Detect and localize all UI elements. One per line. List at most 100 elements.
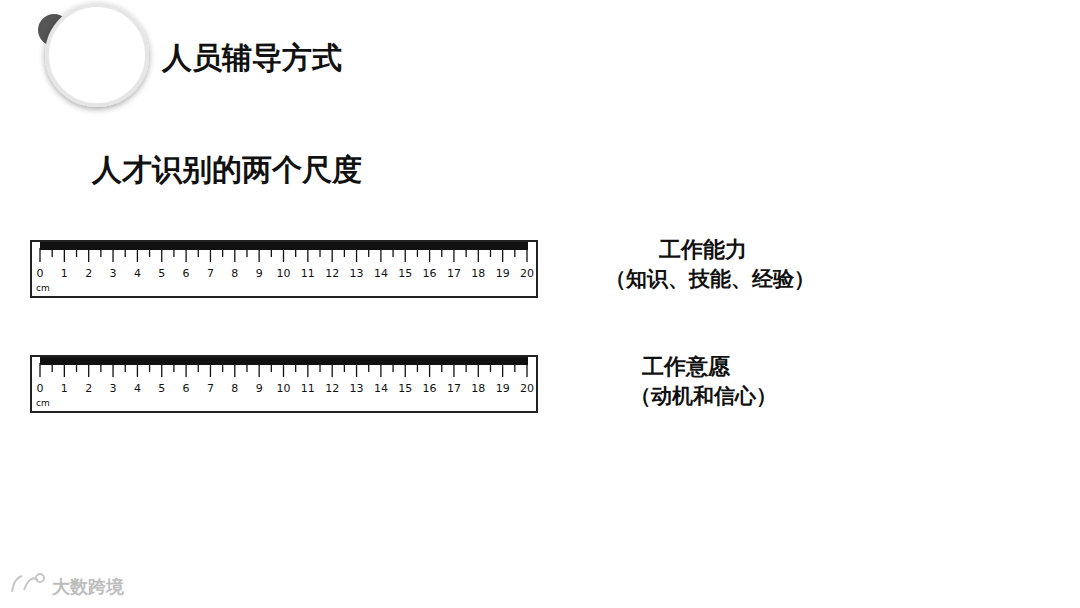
ruler-tick — [39, 248, 40, 262]
ruler-tick — [112, 248, 113, 262]
scale-detail: （知识、技能、经验） — [605, 266, 815, 293]
ruler-tick — [368, 248, 369, 257]
ruler-number: 10 — [277, 268, 291, 280]
ruler-tick — [283, 363, 284, 377]
ruler-tick — [514, 248, 515, 257]
ruler-number: 0 — [37, 383, 44, 395]
ruler-tick — [52, 363, 53, 372]
ruler-number: 20 — [520, 268, 534, 280]
logo-stroke — [36, 574, 44, 582]
ruler-tick — [453, 363, 454, 377]
ruler-tick — [380, 248, 381, 262]
ruler-number: 11 — [301, 268, 315, 280]
ruler-tick — [356, 248, 357, 262]
ruler-tick — [526, 363, 527, 377]
ruler-number: 8 — [231, 268, 238, 280]
ruler-tick — [514, 363, 515, 372]
ruler-tick — [502, 363, 503, 377]
ruler-tick — [222, 363, 223, 372]
ruler-tick — [295, 248, 296, 257]
ruler-number: 5 — [158, 268, 165, 280]
ruler-tick — [258, 363, 259, 377]
ruler-number: 16 — [423, 268, 437, 280]
ruler-tick — [149, 363, 150, 372]
ruler-tick — [210, 363, 211, 377]
ruler-tick — [52, 248, 53, 257]
ruler-number: 16 — [423, 383, 437, 395]
ruler-tick — [307, 363, 308, 377]
ruler-number: 15 — [398, 383, 412, 395]
ruler-tick — [453, 248, 454, 262]
ruler: 01234567891011121314151617181920cm — [30, 240, 538, 298]
ruler: 01234567891011121314151617181920cm — [30, 355, 538, 413]
ruler-tick — [76, 363, 77, 372]
ruler-number: 17 — [447, 268, 461, 280]
ruler-tick — [222, 248, 223, 257]
ruler-tick — [307, 248, 308, 262]
subtitle: 人才识别的两个尺度 — [92, 150, 362, 189]
ruler-number: 18 — [471, 383, 485, 395]
ruler-number: 2 — [85, 383, 92, 395]
ruler-number: 3 — [110, 383, 117, 395]
ruler-tick — [137, 248, 138, 262]
ruler-tick — [417, 248, 418, 257]
ruler-number: 6 — [183, 383, 190, 395]
scale-name: 工作能力 — [659, 235, 747, 264]
ruler-tick — [344, 363, 345, 372]
ruler-tick — [185, 363, 186, 377]
ruler-tick — [198, 363, 199, 372]
ruler-number: 13 — [350, 383, 364, 395]
ruler-number: 18 — [471, 268, 485, 280]
ruler-tick — [417, 363, 418, 372]
ruler-number: 9 — [256, 383, 263, 395]
ruler-tick — [246, 363, 247, 372]
ruler-tick — [429, 363, 430, 377]
ruler-number: 19 — [496, 268, 510, 280]
logo-stroke — [12, 576, 38, 592]
ruler-number: 5 — [158, 383, 165, 395]
ruler-number: 12 — [325, 383, 339, 395]
ruler-number: 1 — [61, 268, 68, 280]
ruler-tick — [246, 248, 247, 257]
ruler-number: 0 — [37, 268, 44, 280]
ruler-number: 10 — [277, 383, 291, 395]
ruler-tick — [295, 363, 296, 372]
ruler-tick — [405, 363, 406, 377]
ruler-number: 7 — [207, 268, 214, 280]
ruler-tick — [112, 363, 113, 377]
ruler-tick — [271, 363, 272, 372]
ruler-number: 8 — [231, 383, 238, 395]
ruler-tick — [234, 248, 235, 262]
ruler-tick — [356, 363, 357, 377]
ruler-tick — [125, 363, 126, 372]
ruler-number: 15 — [398, 268, 412, 280]
ruler-tick — [368, 363, 369, 372]
ruler-number: 4 — [134, 383, 141, 395]
ruler-number: 19 — [496, 383, 510, 395]
ruler-tick — [465, 363, 466, 372]
ruler-tick — [502, 248, 503, 262]
ruler-number: 3 — [110, 268, 117, 280]
ruler-tick — [88, 363, 89, 377]
ruler-tick — [526, 248, 527, 262]
ruler-number: 20 — [520, 383, 534, 395]
ruler-number: 2 — [85, 268, 92, 280]
ruler-tick — [319, 363, 320, 372]
ruler-tick — [125, 248, 126, 257]
ruler-tick — [185, 248, 186, 262]
watermark: 大数跨境 — [52, 575, 124, 598]
ruler-tick — [137, 363, 138, 377]
ruler-tick — [319, 248, 320, 257]
ruler-number: 6 — [183, 268, 190, 280]
ruler-tick — [332, 248, 333, 262]
watermark-logo — [12, 574, 44, 592]
ruler-number: 14 — [374, 268, 388, 280]
ruler-tick — [64, 363, 65, 377]
ruler-tick — [344, 248, 345, 257]
ruler-number: 17 — [447, 383, 461, 395]
scale-name: 工作意愿 — [642, 352, 730, 381]
ruler-tick — [173, 363, 174, 372]
ruler-tick — [210, 248, 211, 262]
ruler-tick — [198, 248, 199, 257]
